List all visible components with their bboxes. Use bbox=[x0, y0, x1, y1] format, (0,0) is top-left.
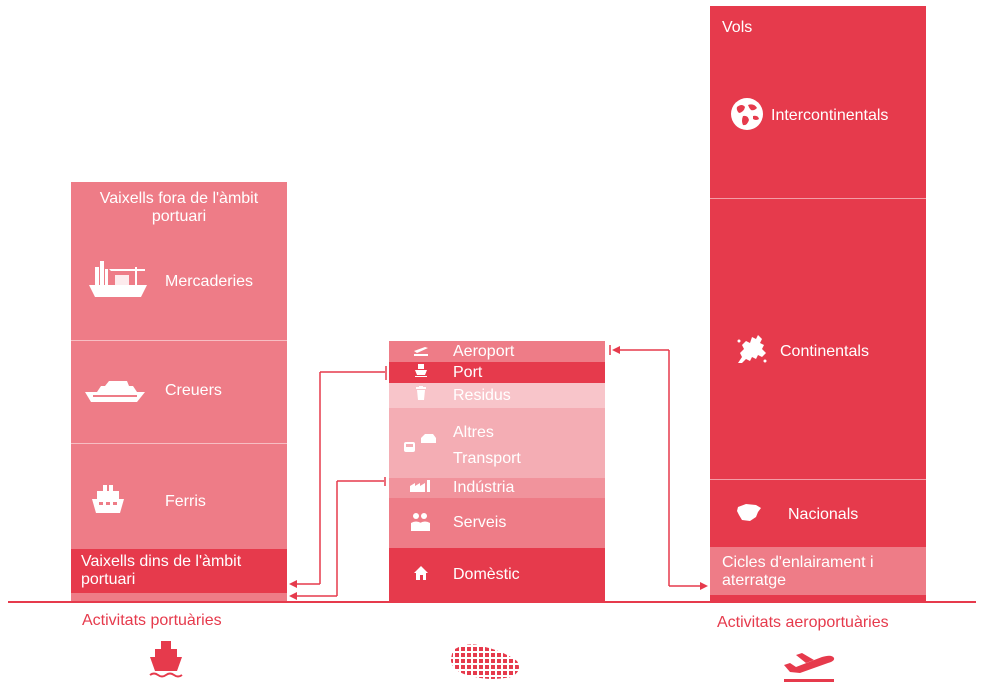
left-divider bbox=[71, 340, 287, 341]
house-icon bbox=[389, 565, 453, 586]
bus-car-icon bbox=[403, 434, 437, 459]
left-item-ferris: Ferris bbox=[71, 480, 287, 524]
right-item-label: Intercontinentals bbox=[771, 107, 889, 124]
left-item-mercaderies: Mercaderies bbox=[71, 255, 287, 309]
right-divider bbox=[710, 479, 926, 480]
middle-item-label: Indústria bbox=[453, 479, 515, 496]
right-item-label: Continentals bbox=[780, 343, 869, 360]
cycles-label: Cicles d'enlairament i aterratge bbox=[722, 554, 874, 589]
middle-item-domestic: Domèstic bbox=[389, 548, 605, 602]
left-divider bbox=[71, 443, 287, 444]
ferry-icon bbox=[91, 484, 131, 520]
left-item-label: Mercaderies bbox=[165, 273, 254, 290]
ship-icon bbox=[149, 641, 183, 684]
ship-small-icon bbox=[389, 363, 453, 382]
flights-header: Vols bbox=[722, 19, 753, 36]
baseline-axis bbox=[8, 601, 976, 603]
middle-item-port: Port bbox=[389, 362, 605, 383]
middle-item-industria: Indústria bbox=[389, 478, 605, 498]
europe-map-icon bbox=[734, 333, 770, 372]
right-item-nacionals: Nacionals bbox=[710, 500, 926, 530]
cycles-block bbox=[710, 547, 926, 595]
right-divider bbox=[710, 198, 926, 199]
cargo-ship-icon bbox=[85, 257, 149, 308]
outside-port-header: Vaixells fora de l'àmbit portuari bbox=[71, 186, 287, 230]
middle-item-label: Port bbox=[453, 363, 483, 381]
right-item-label: Nacionals bbox=[788, 506, 859, 523]
inside-port-label: Vaixells dins de l'àmbit portuari bbox=[81, 553, 242, 588]
left-item-label: Creuers bbox=[165, 382, 222, 399]
right-item-intercontinentals: Intercontinentals bbox=[710, 96, 926, 136]
middle-item-label: Altres Transport bbox=[453, 424, 521, 467]
middle-item-label: Residus bbox=[453, 386, 511, 404]
right-item-continentals: Continentals bbox=[710, 332, 926, 372]
middle-item-serveis: Serveis bbox=[389, 498, 605, 548]
outside-port-header-label: Vaixells fora de l'àmbit portuari bbox=[99, 190, 259, 225]
inside-port-bottom-strip bbox=[71, 593, 287, 602]
middle-item-aeroport: Aeroport bbox=[389, 341, 605, 362]
city-map-icon bbox=[449, 641, 523, 686]
cruise-ship-icon bbox=[83, 374, 147, 409]
globe-icon bbox=[730, 97, 764, 136]
airport-activities-caption: Activitats aeroportuàries bbox=[717, 614, 889, 631]
airplane-takeoff-icon bbox=[782, 641, 836, 688]
spain-map-icon bbox=[736, 503, 762, 528]
middle-item-label: Aeroport bbox=[453, 342, 515, 360]
middle-item-altres-transport: Altres Transport bbox=[389, 408, 605, 478]
factory-icon bbox=[389, 479, 453, 497]
trash-icon bbox=[389, 386, 453, 405]
people-icon bbox=[389, 511, 453, 536]
cycles-bottom-strip bbox=[710, 595, 926, 602]
middle-item-label: Serveis bbox=[453, 514, 507, 531]
port-activities-caption: Activitats portuàries bbox=[82, 612, 222, 629]
middle-item-residus: Residus bbox=[389, 383, 605, 408]
flights-block bbox=[710, 6, 926, 547]
inside-port-block bbox=[71, 549, 287, 593]
left-item-creuers: Creuers bbox=[71, 366, 287, 416]
takeoff-icon bbox=[389, 343, 453, 361]
middle-item-label: Domèstic bbox=[453, 566, 520, 583]
left-item-label: Ferris bbox=[165, 493, 206, 510]
